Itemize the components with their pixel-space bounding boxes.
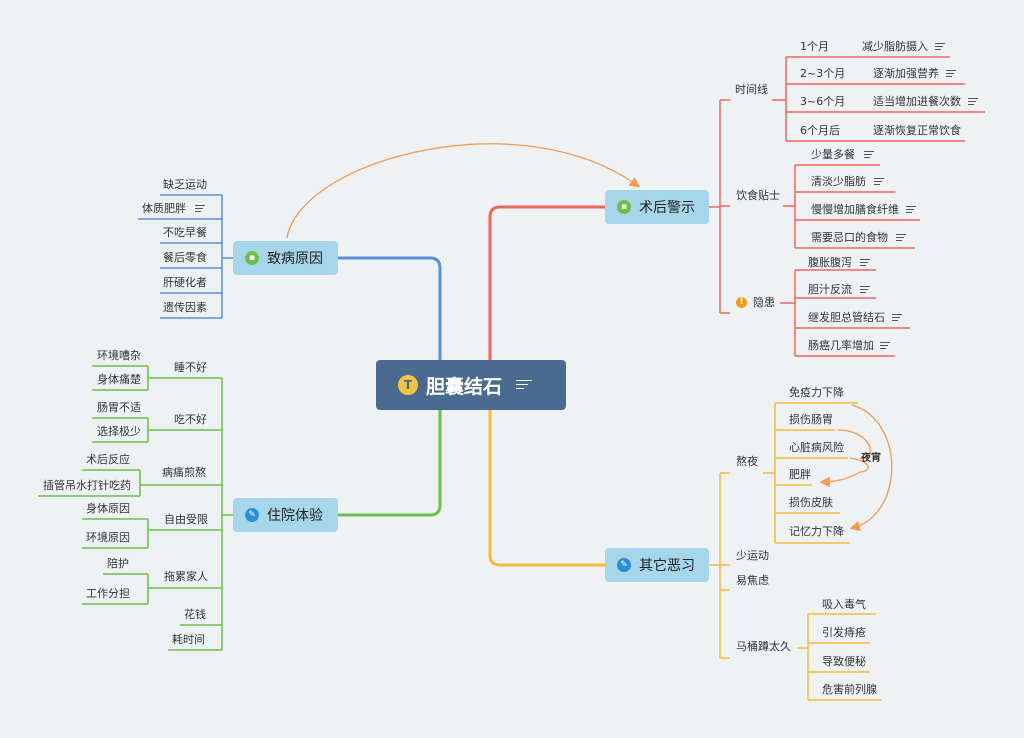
root-label: 胆囊结石 <box>426 375 503 398</box>
relationship-label[interactable]: 夜宵 <box>861 453 881 464</box>
hospital-group[interactable]: 拖累家人 <box>164 570 208 583</box>
topic-habits-label: 其它恶习 <box>639 558 695 574</box>
notes-icon[interactable] <box>968 98 978 106</box>
warning-icon: ! <box>736 297 747 308</box>
hospital-item[interactable]: 陪护 <box>107 557 129 570</box>
cause-item[interactable]: 缺乏运动 <box>163 178 207 191</box>
toilet-item[interactable]: 吸入毒气 <box>822 598 866 611</box>
notes-icon[interactable] <box>935 43 945 51</box>
hospital-item[interactable]: 选择极少 <box>97 425 141 438</box>
cause-item[interactable]: 遗传因素 <box>163 301 207 314</box>
stayup-item[interactable]: 免疫力下降 <box>789 386 844 399</box>
stayup-label[interactable]: 熬夜 <box>736 455 758 468</box>
stayup-item[interactable]: 心脏病风险 <box>789 441 844 454</box>
risk-item[interactable]: 继发胆总管结石 <box>808 311 885 324</box>
timeline-what[interactable]: 逐渐加强营养 <box>873 67 939 80</box>
root-icon: T <box>398 375 418 395</box>
notes-icon[interactable] <box>860 286 870 294</box>
notes-icon[interactable] <box>860 259 870 267</box>
diet-item[interactable]: 少量多餐 <box>811 148 855 161</box>
hospital-item[interactable]: 身体原因 <box>86 502 130 515</box>
hospital-group[interactable]: 睡不好 <box>174 361 207 374</box>
toilet-item[interactable]: 危害前列腺 <box>822 683 877 696</box>
topic-habits[interactable]: ✎ 其它恶习 <box>605 548 709 582</box>
timeline-what[interactable]: 逐渐恢复正常饮食 <box>873 124 961 137</box>
root-topic[interactable]: T 胆囊结石 <box>376 360 566 410</box>
cause-item[interactable]: 餐后零食 <box>163 251 207 264</box>
topic-hospital[interactable]: ✎ 住院体验 <box>233 498 338 532</box>
hospital-item[interactable]: 身体痛楚 <box>97 373 141 386</box>
hospital-group[interactable]: 病痛煎熬 <box>162 466 206 479</box>
hospital-item[interactable]: 插管吊水打针吃药 <box>43 479 131 492</box>
hospital-item[interactable]: 肠胃不适 <box>97 401 141 414</box>
notes-icon[interactable] <box>195 205 205 213</box>
hospital-group[interactable]: 耗时间 <box>172 633 205 646</box>
diet-item[interactable]: 慢慢增加膳食纤维 <box>811 203 899 216</box>
notes-icon[interactable] <box>892 314 902 322</box>
notes-icon[interactable] <box>864 151 874 159</box>
topic-cause-label: 致病原因 <box>267 251 323 267</box>
hospital-group[interactable]: 自由受限 <box>164 513 208 526</box>
diet-label[interactable]: 饮食贴士 <box>736 189 780 202</box>
topic-hospital-label: 住院体验 <box>267 508 323 524</box>
chat-icon: ▪ <box>245 251 259 265</box>
cause-item[interactable]: 不吃早餐 <box>163 226 207 239</box>
stayup-item[interactable]: 肥胖 <box>789 468 811 481</box>
chat-icon: ▪ <box>617 200 631 214</box>
diet-item[interactable]: 清淡少脂肪 <box>811 175 866 188</box>
toilet-label[interactable]: 马桶蹲太久 <box>736 640 791 653</box>
timeline-when[interactable]: 6个月后 <box>800 124 840 137</box>
risk-item[interactable]: 胆汁反流 <box>808 283 852 296</box>
notes-icon[interactable] <box>896 234 906 242</box>
risk-label[interactable]: 隐患 <box>753 296 775 309</box>
timeline-when[interactable]: 1个月 <box>800 40 829 53</box>
stayup-item[interactable]: 记忆力下降 <box>789 525 844 538</box>
diet-item[interactable]: 需要忌口的食物 <box>811 231 888 244</box>
stayup-item[interactable]: 损伤皮肤 <box>789 496 833 509</box>
notes-icon[interactable] <box>946 70 956 78</box>
hospital-item[interactable]: 术后反应 <box>86 453 130 466</box>
timeline-what[interactable]: 减少脂肪摄入 <box>862 40 928 53</box>
topic-postop-label: 术后警示 <box>639 200 695 216</box>
pencil-icon: ✎ <box>617 558 631 572</box>
notes-icon[interactable] <box>874 178 884 186</box>
habit-item[interactable]: 易焦虑 <box>736 574 769 587</box>
hospital-item[interactable]: 工作分担 <box>86 587 130 600</box>
topic-cause[interactable]: ▪ 致病原因 <box>233 241 338 275</box>
notes-icon[interactable] <box>906 206 916 214</box>
hospital-item[interactable]: 环境原因 <box>86 531 130 544</box>
timeline-when[interactable]: 2~3个月 <box>800 67 846 80</box>
habit-item[interactable]: 少运动 <box>736 549 769 562</box>
cause-item[interactable]: 肝硬化者 <box>163 276 207 289</box>
toilet-item[interactable]: 引发痔疮 <box>822 626 866 639</box>
risk-item[interactable]: 腹胀腹泻 <box>808 256 852 269</box>
risk-item[interactable]: 肠癌几率增加 <box>808 339 874 352</box>
hospital-group[interactable]: 吃不好 <box>174 413 207 426</box>
timeline-label[interactable]: 时间线 <box>735 83 768 96</box>
cause-item[interactable]: 体质肥胖 <box>142 202 186 215</box>
pencil-icon: ✎ <box>245 508 259 522</box>
notes-icon[interactable] <box>516 379 533 391</box>
timeline-when[interactable]: 3~6个月 <box>800 95 846 108</box>
stayup-item[interactable]: 损伤肠胃 <box>789 413 833 426</box>
notes-icon[interactable] <box>880 342 890 350</box>
timeline-what[interactable]: 适当增加进餐次数 <box>873 95 961 108</box>
topic-postop[interactable]: ▪ 术后警示 <box>605 190 709 224</box>
hospital-group[interactable]: 花钱 <box>184 608 206 621</box>
toilet-item[interactable]: 导致便秘 <box>822 655 866 668</box>
hospital-item[interactable]: 环境嘈杂 <box>97 349 141 362</box>
